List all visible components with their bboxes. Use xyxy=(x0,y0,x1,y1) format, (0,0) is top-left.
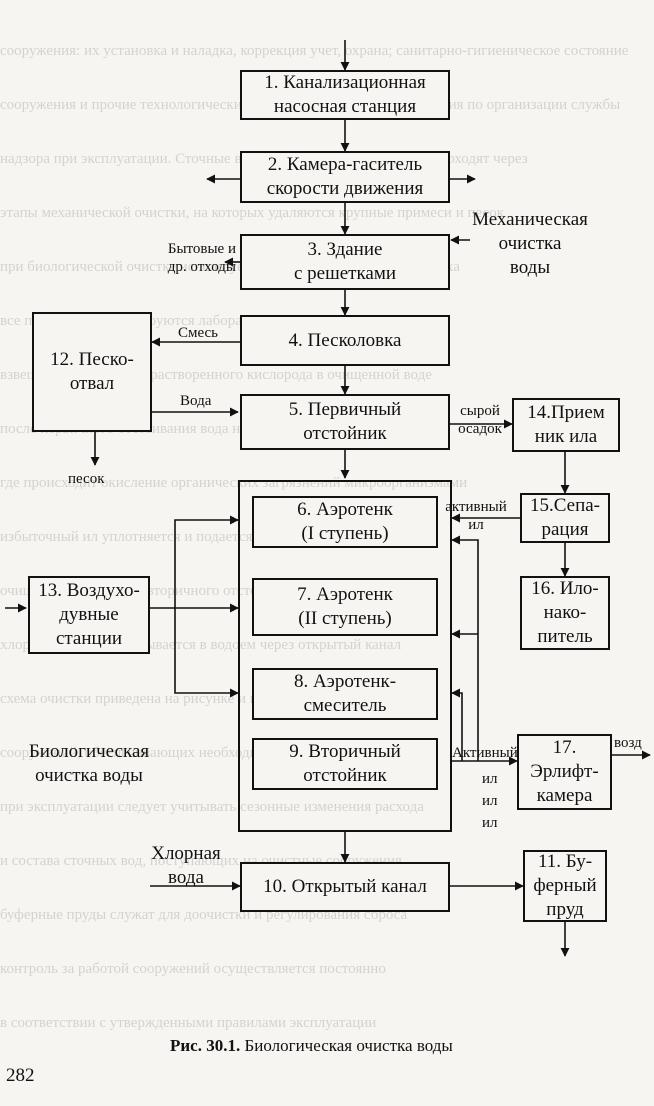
arrow-13-8 xyxy=(174,608,239,698)
box-7-aerotank-2: 7. Аэротенк(II ступень) xyxy=(252,578,438,636)
label-sludge-2: ил xyxy=(482,793,498,809)
label-mixture: Смесь xyxy=(178,325,219,341)
label-active-sludge-bottom: Активный xyxy=(452,745,518,761)
label-water: Вода xyxy=(180,393,212,409)
box-12-sand-dump: 12. Песко-отвал xyxy=(32,312,152,432)
arrow-13-6 xyxy=(174,515,239,608)
label-sludge-1: ил xyxy=(482,771,498,787)
page-number: 282 xyxy=(6,1065,35,1086)
biological-stage-frame xyxy=(238,480,452,832)
figure-caption: Рис. 30.1. Биологическая очистка воды xyxy=(170,1036,453,1055)
label-sand: песок xyxy=(68,471,105,487)
label-sludge-3: ил xyxy=(482,815,498,831)
arrow-17-6 xyxy=(451,535,479,761)
label-air: возд xyxy=(614,735,642,751)
arrow-17-8 xyxy=(451,688,463,761)
box-10-open-channel: 10. Открытый канал xyxy=(240,862,450,912)
box-6-aerotank-1: 6. Аэротенк(I ступень) xyxy=(252,496,438,548)
box-15-separation: 15.Сепа-рация xyxy=(520,493,610,543)
box-8-aerotank-mixer: 8. Аэротенк-смеситель xyxy=(252,668,438,720)
box-4-sand-trap: 4. Песколовка xyxy=(240,315,450,366)
box-16-sludge-storage: 16. Ило-нако-питель xyxy=(520,576,610,650)
box-17-airlift-chamber: 17.Эрлифт-камера xyxy=(517,734,612,810)
